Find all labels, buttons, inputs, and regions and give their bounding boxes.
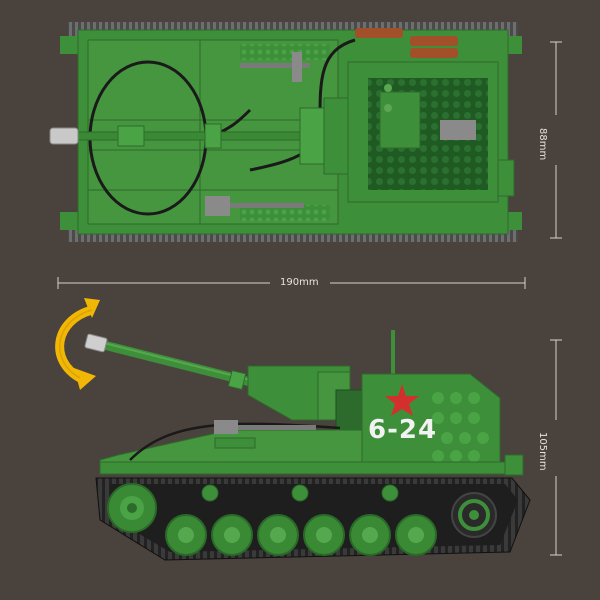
fender-corner [60, 212, 78, 230]
muzzle-top [49, 127, 79, 145]
log [410, 48, 458, 58]
log [355, 28, 403, 38]
curved-double-arrow-icon [55, 298, 100, 390]
side-shovel-blade [214, 420, 238, 434]
dimension-height [550, 339, 562, 556]
dimension-height-label: 105mm [537, 432, 548, 471]
front-sprocket [107, 483, 157, 533]
fender-corner [60, 36, 78, 54]
log [410, 36, 458, 46]
dimension-width [550, 41, 562, 239]
side-view [84, 330, 531, 561]
stud-panel [240, 44, 330, 60]
stud-panel [240, 205, 330, 221]
dimension-length [57, 277, 526, 289]
dimension-length-label: 190mm [280, 277, 319, 288]
rear-idler [451, 492, 497, 538]
muzzle-side [84, 333, 108, 353]
hull-number-marking: 6-24 [368, 415, 438, 445]
shovel-blade [205, 196, 230, 216]
dimension-width-label: 88mm [537, 128, 548, 161]
side-shovel-handle [238, 425, 316, 430]
axe-head [292, 52, 302, 82]
axe-handle [240, 63, 310, 68]
red-star-icon [385, 384, 419, 416]
top-view [49, 22, 522, 242]
road-wheels [165, 514, 437, 556]
shovel-handle [230, 203, 304, 208]
